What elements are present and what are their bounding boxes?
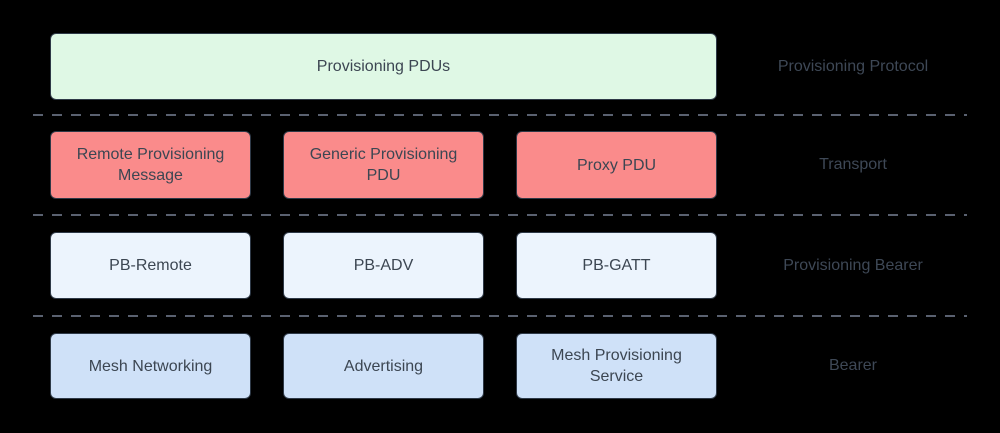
box-proxy-pdu: Proxy PDU [516, 131, 717, 199]
box-provisioning-pdus: Provisioning PDUs [50, 33, 717, 100]
layer-row-provisioning-protocol: Provisioning PDUs Provisioning Protocol [0, 33, 1000, 100]
box-mesh-networking: Mesh Networking [50, 333, 251, 399]
layer-divider [33, 114, 967, 116]
layer-divider [33, 315, 967, 317]
box-generic-provisioning-pdu: Generic Provisioning PDU [283, 131, 484, 199]
layer-divider [33, 214, 967, 216]
layer-label-transport: Transport [819, 156, 887, 173]
box-pb-remote: PB-Remote [50, 232, 251, 299]
layer-row-bearer: Mesh Networking Advertising Mesh Provisi… [0, 333, 1000, 399]
box-remote-provisioning-message: Remote Provisioning Message [50, 131, 251, 199]
box-pb-adv: PB-ADV [283, 232, 484, 299]
box-mesh-provisioning-service: Mesh Provisioning Service [516, 333, 717, 399]
layer-label-provisioning-bearer: Provisioning Bearer [783, 256, 923, 274]
layer-row-provisioning-bearer: PB-Remote PB-ADV PB-GATT Provisioning Be… [0, 232, 1000, 299]
box-advertising: Advertising [283, 333, 484, 399]
layer-row-transport: Remote Provisioning Message Generic Prov… [0, 131, 1000, 199]
layer-label-provisioning-protocol: Provisioning Protocol [777, 57, 929, 75]
box-pb-gatt: PB-GATT [516, 232, 717, 299]
layer-label-bearer: Bearer [828, 357, 878, 374]
